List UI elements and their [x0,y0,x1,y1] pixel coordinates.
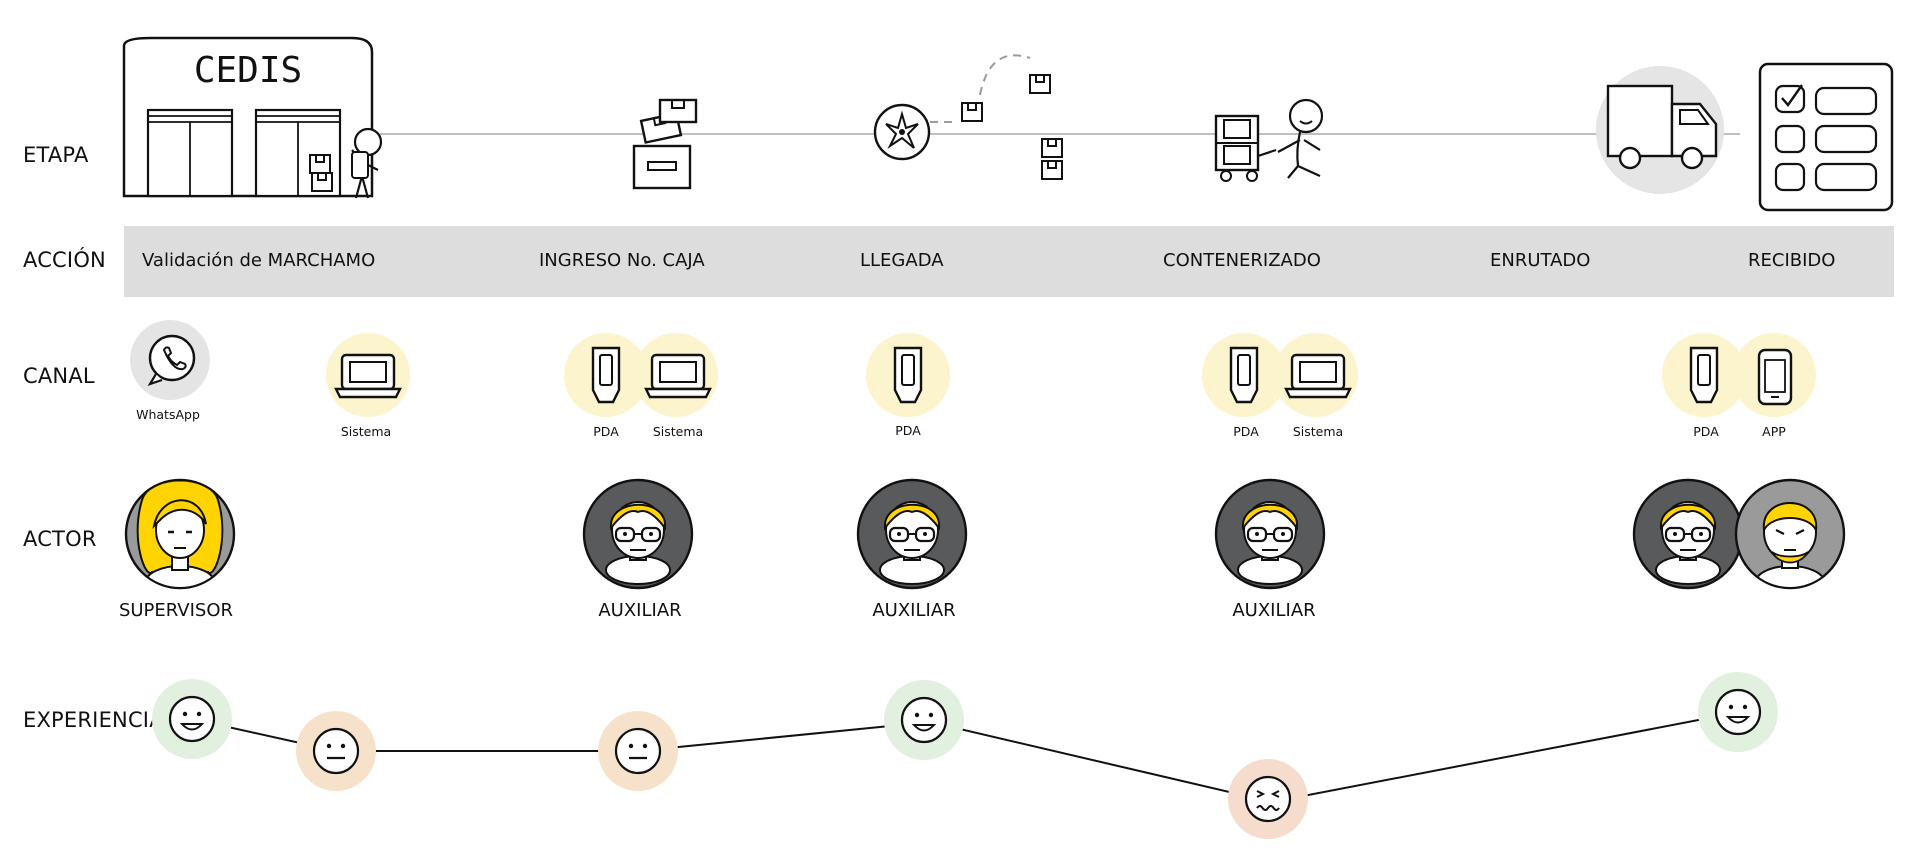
channel-label-pda: PDA [895,423,921,438]
channel-label-app: APP [1762,424,1786,439]
laptop-icon [644,353,712,399]
avatar-auxiliar [582,478,694,590]
action-recibido: RECIBIDO [1748,250,1836,271]
channel-label-sistema: Sistema [652,424,704,439]
experience-point-neutral [598,711,678,791]
avatar-auxiliar [1632,478,1744,590]
action-ingreso: INGRESO No. CAJA [539,250,705,271]
experience-curve [191,711,1741,804]
pda-icon [893,346,923,404]
avatar-auxiliar [856,478,968,590]
action-contenerizado: CONTENERIZADO [1163,250,1321,271]
row-label-accion: ACCIÓN [23,248,106,272]
channel-label-sistema: Sistema [340,424,392,439]
channel-label-sistema: Sistema [1292,424,1344,439]
flying-box-icon [961,102,983,122]
channel-label-pda: PDA [1693,424,1719,439]
actor-label-auxiliar: AUXILIAR [1232,600,1316,621]
pda-icon [1689,346,1719,404]
phone-icon [1757,348,1793,406]
row-label-etapa: ETAPA [23,143,89,167]
cart-icon [1214,114,1277,182]
avatar-auxiliar [1214,478,1326,590]
channel-label-pda: PDA [593,424,619,439]
action-enrutado: ENRUTADO [1490,250,1591,271]
row-label-actor: ACTOR [23,527,97,551]
flying-box-icon [1029,74,1051,94]
flight-path [930,54,1031,123]
warehouse-icon [122,36,383,199]
channel-label-whatsapp: WhatsApp [136,407,200,422]
action-validacion: Validación de MARCHAMO [142,250,376,271]
row-label-experiencia: EXPERIENCIA [23,708,164,732]
channel-label-pda: PDA [1233,424,1259,439]
worker-icon [1277,98,1324,179]
checklist-icon [1758,62,1894,212]
box-stack-icon [632,98,698,190]
experience-point-neutral [296,711,376,791]
avatar-supervisor [124,478,236,590]
action-llegada: LLEGADA [860,250,944,271]
warehouse-logo: CEDIS [194,50,302,91]
actor-label-auxiliar: AUXILIAR [872,600,956,621]
box-icon [1041,160,1063,180]
actor-label-auxiliar: AUXILIAR [598,600,682,621]
experience-point-happy [884,680,964,760]
experience-point-happy [1698,672,1778,752]
whatsapp-icon [130,320,210,400]
pda-icon [591,346,621,404]
experience-point-happy [152,679,232,759]
experience-point-upset [1228,759,1308,839]
actor-label-supervisor: SUPERVISOR [118,600,234,621]
row-label-canal: CANAL [23,364,95,388]
truck-icon [1596,66,1724,194]
pda-icon [1229,346,1259,404]
action-band [124,226,1894,297]
laptop-icon [334,353,402,399]
avatar-driver [1734,478,1846,590]
compass-icon [873,103,931,161]
laptop-icon [1284,353,1352,399]
box-icon [1041,138,1063,158]
